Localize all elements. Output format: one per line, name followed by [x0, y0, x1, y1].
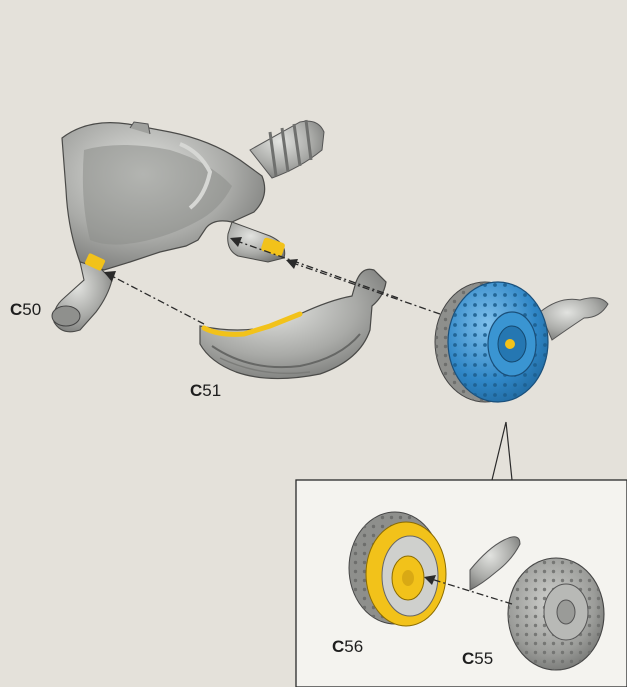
- part-label-c55: C55: [462, 649, 493, 669]
- part-label-prefix: C: [462, 649, 474, 668]
- part-label-prefix: C: [10, 300, 22, 319]
- part-label-prefix: C: [332, 637, 344, 656]
- part-label-number: 51: [202, 381, 221, 400]
- part-label-c56: C56: [332, 637, 363, 657]
- part-label-number: 55: [474, 649, 493, 668]
- part-label-number: 50: [22, 300, 41, 319]
- part-label-prefix: C: [190, 381, 202, 400]
- part-label-c51: C51: [190, 381, 221, 401]
- part-label-number: 56: [344, 637, 363, 656]
- part-label-c50: C50: [10, 300, 41, 320]
- part-c55-wheel-half: [508, 558, 604, 670]
